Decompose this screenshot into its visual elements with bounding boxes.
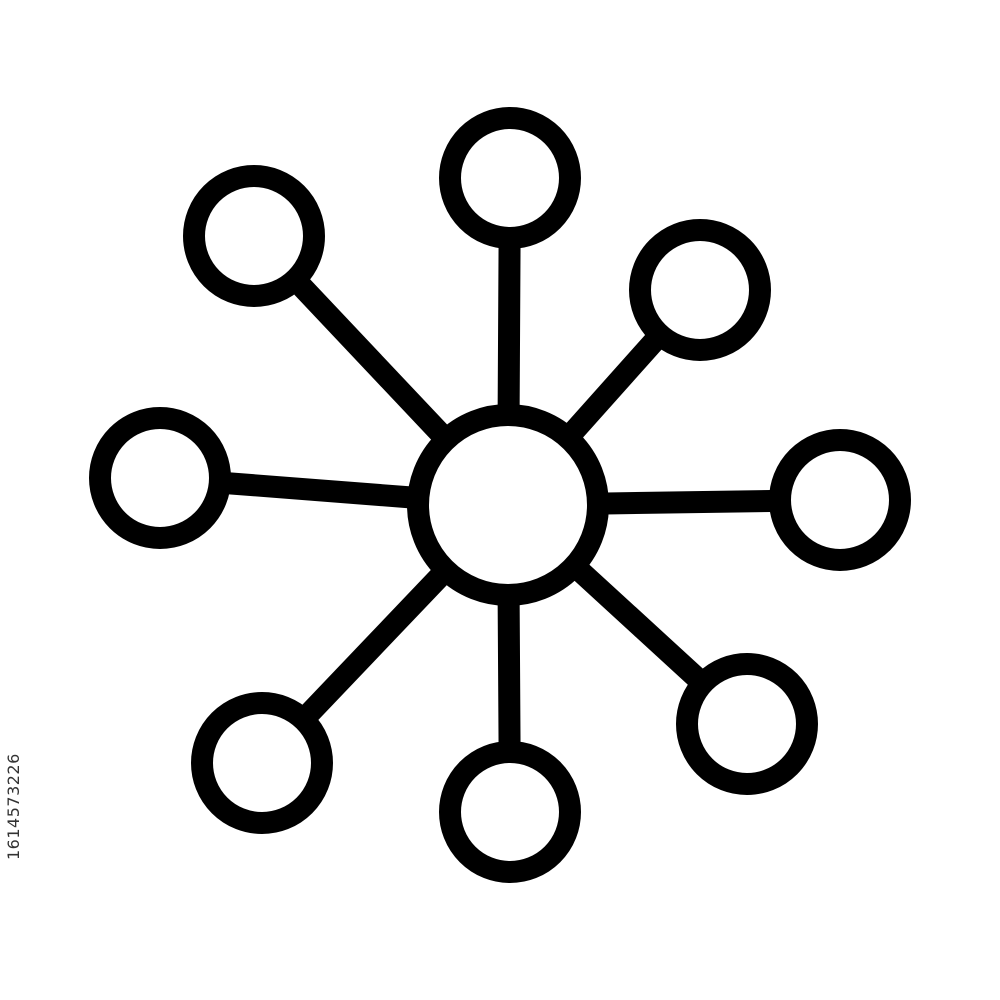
spoke-left [208, 471, 430, 509]
stock-id-label: 1614573226 [4, 753, 23, 860]
nodes-group [89, 107, 911, 883]
satellite-node-top-right [629, 219, 771, 361]
center-node [407, 404, 609, 606]
satellite-node-bottom [439, 741, 581, 883]
satellite-node-top-left [183, 165, 325, 307]
spoke-right [587, 489, 791, 515]
spoke-top-left [284, 268, 458, 451]
satellite-node-right [769, 429, 911, 571]
spoke-top-right [556, 323, 671, 449]
spoke-bottom-left [292, 559, 457, 731]
spoke-top [497, 227, 521, 426]
satellite-node-bottom-right [676, 653, 818, 795]
satellite-node-left [89, 407, 231, 549]
satellite-node-bottom-left [191, 692, 333, 834]
satellite-node-top [439, 107, 581, 249]
spoke-bottom-right [563, 554, 714, 695]
spoke-bottom [497, 584, 521, 763]
spokes-group [208, 227, 791, 763]
